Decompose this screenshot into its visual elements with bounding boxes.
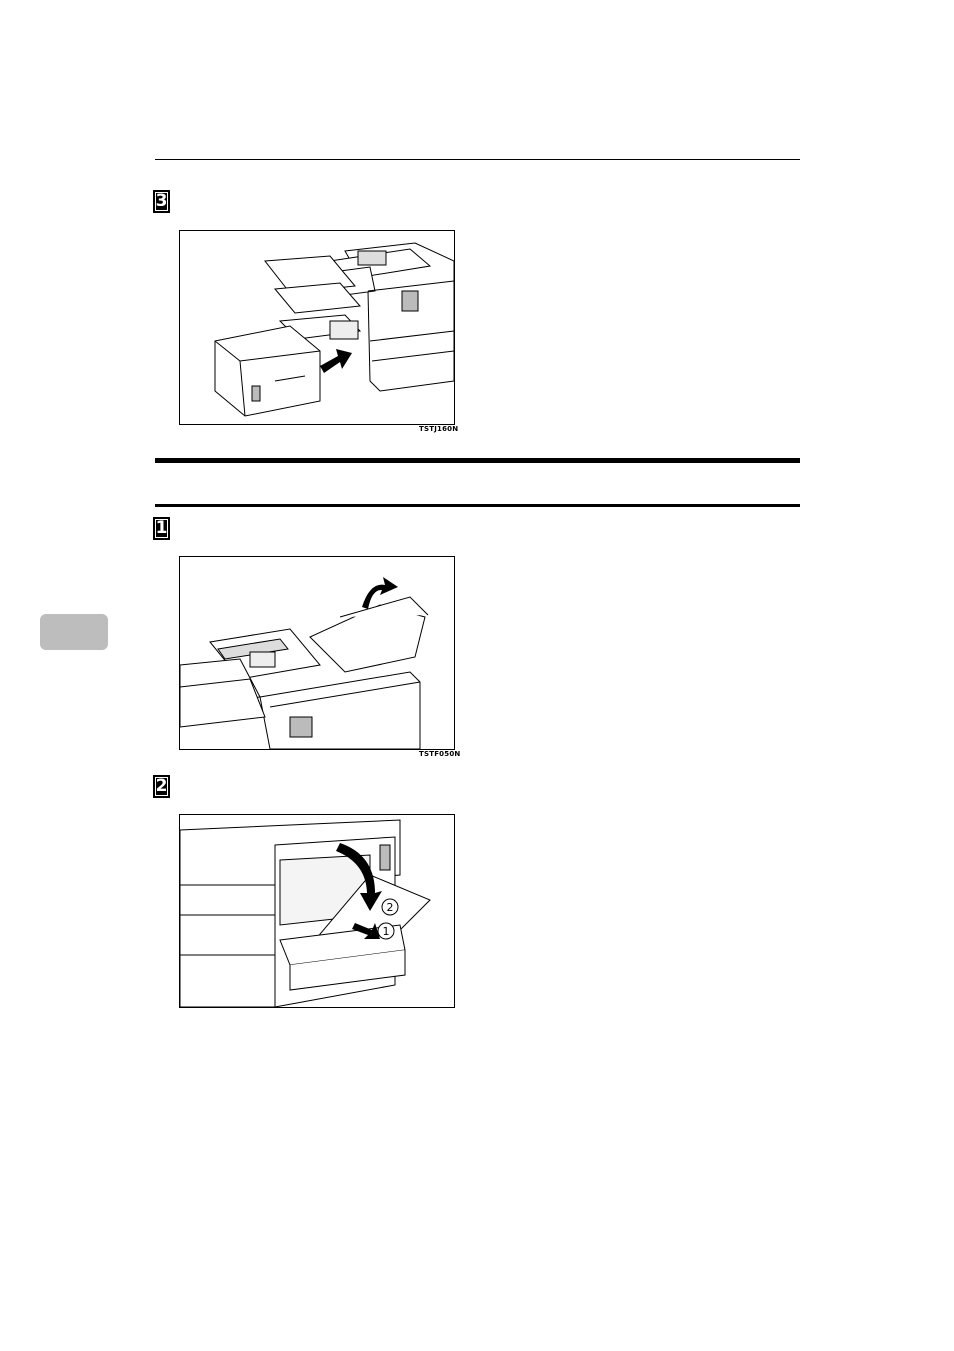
section-rule-bottom bbox=[155, 504, 800, 507]
figure-feeder-cover bbox=[179, 556, 455, 750]
header-rule bbox=[155, 159, 800, 160]
section-rule-top bbox=[155, 458, 800, 463]
feeder-cover-illustration bbox=[180, 557, 454, 749]
finisher-attach-illustration bbox=[180, 231, 454, 424]
step-number-3: 3 bbox=[153, 190, 170, 213]
step-number-1: 1 bbox=[153, 517, 170, 540]
chapter-tab bbox=[40, 614, 108, 650]
figure-code-tstf050n: TSTF050N bbox=[419, 750, 460, 758]
step-number-2: 2 bbox=[153, 775, 170, 798]
callout-1: 1 bbox=[383, 925, 390, 938]
figure-code-tstj160n: TSTJ160N bbox=[419, 425, 458, 433]
figure-finisher-attach bbox=[179, 230, 455, 425]
callout-2: 2 bbox=[387, 901, 394, 914]
side-cover-illustration: 2 1 bbox=[180, 815, 454, 1007]
figure-side-cover: 2 1 bbox=[179, 814, 455, 1008]
